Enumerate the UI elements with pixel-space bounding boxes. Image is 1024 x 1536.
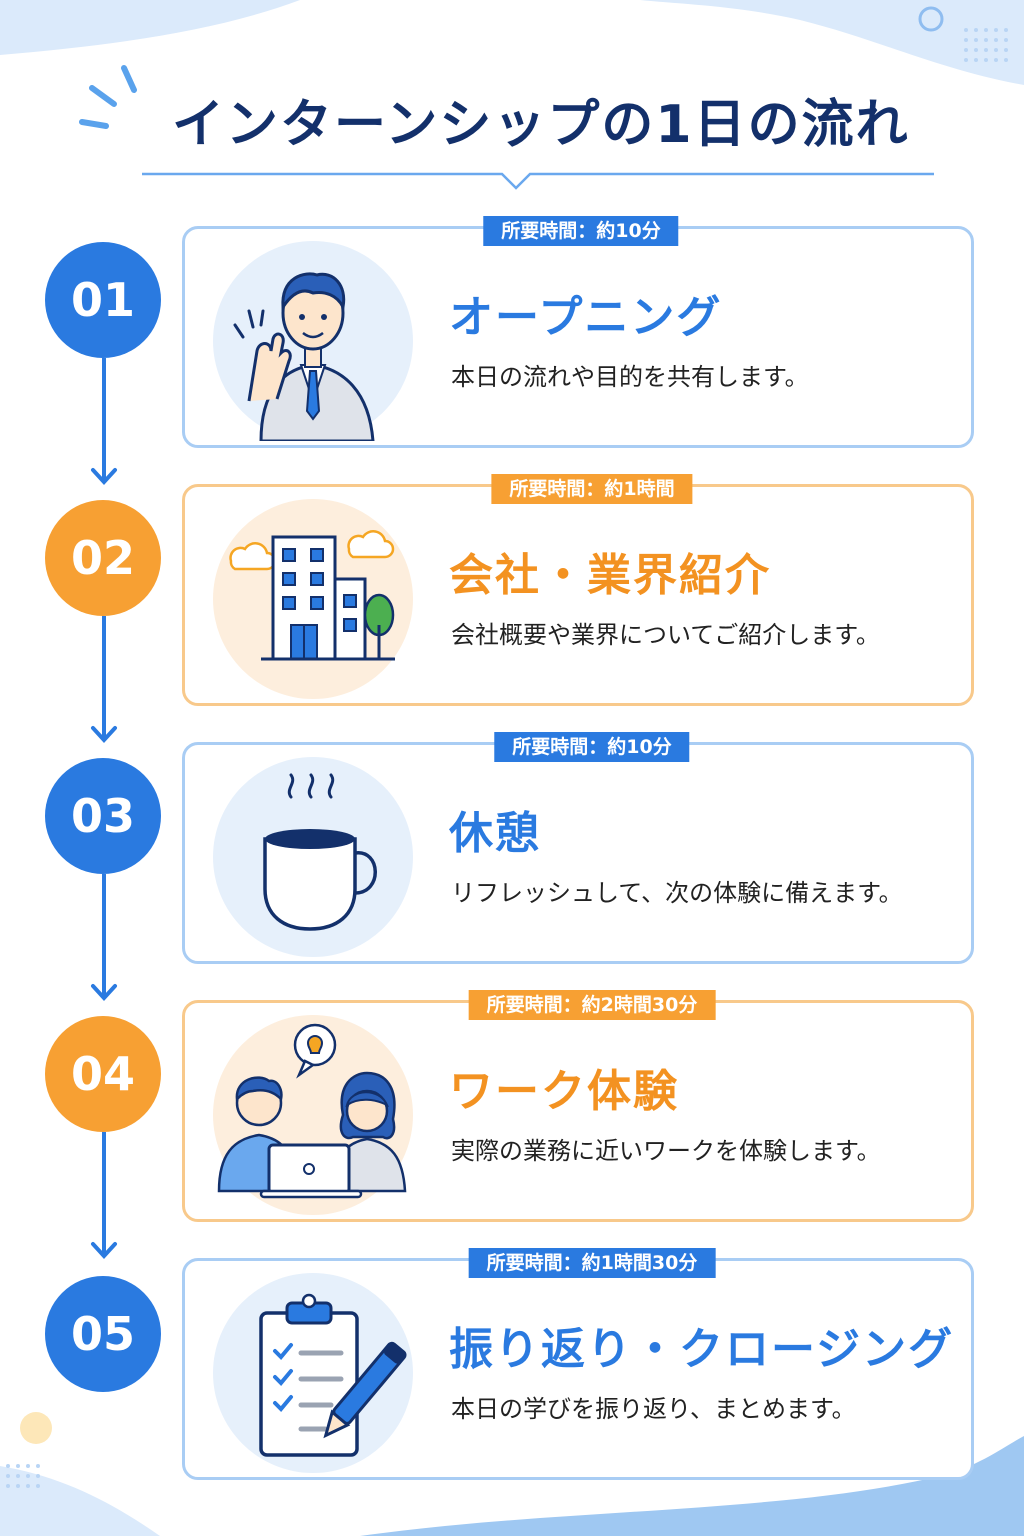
step-card-3: 所要時間：約10分 休憩 リフレッシュして、次の体験に備えます。	[182, 732, 974, 964]
page-title: インターンシップの1日の流れ	[172, 95, 910, 155]
step-card-2: 所要時間：約1時間 会社・業界紹介 会社概要や業界についてご紹介します。	[182, 474, 974, 706]
clipboard-checklist-icon	[213, 1273, 413, 1473]
step-title: オープニング	[449, 292, 723, 343]
timeline-connector-2	[91, 616, 117, 743]
step-description: 本日の学びを振り返り、まとめます。	[451, 1395, 856, 1423]
duration-badge: 所要時間：約1時間	[491, 474, 693, 504]
step-description: 実際の業務に近いワークを体験します。	[451, 1137, 881, 1165]
step-description: 会社概要や業界についてご紹介します。	[451, 621, 880, 649]
title-section: インターンシップの1日の流れ	[0, 60, 1024, 200]
timeline-connector-3	[91, 874, 117, 1001]
step-number-4: 04	[45, 1016, 161, 1132]
coffee-cup-icon	[213, 757, 413, 957]
step-card-1: 所要時間：約10分 オープニング 本日の流れや目的を共有します。	[182, 216, 974, 448]
duration-badge: 所要時間：約10分	[494, 732, 690, 762]
presenter-waving-icon	[213, 241, 413, 441]
office-building-icon	[213, 499, 413, 699]
team-laptop-icon	[213, 1015, 413, 1215]
step-number-5: 05	[45, 1276, 161, 1392]
timeline-connector-4	[91, 1132, 117, 1259]
step-description: リフレッシュして、次の体験に備えます。	[451, 879, 903, 907]
duration-badge: 所要時間：約10分	[483, 216, 679, 246]
duration-badge: 所要時間：約2時間30分	[468, 990, 716, 1020]
step-card-4: 所要時間：約2時間30分 ワーク体験 実際の業務に近いワークを体験します。	[182, 990, 974, 1222]
step-title: 会社・業界紹介	[449, 550, 771, 601]
step-title: 振り返り・クロージング	[449, 1324, 955, 1375]
step-number-2: 02	[45, 500, 161, 616]
sparkle-lines-icon	[79, 65, 137, 129]
step-number-3: 03	[45, 758, 161, 874]
title-underline	[142, 172, 934, 190]
step-number-1: 01	[45, 242, 161, 358]
step-title: 休憩	[449, 808, 541, 859]
timeline-connector-1	[91, 358, 117, 485]
step-card-5: 所要時間：約1時間30分 振り返り・クロージング 本日の学びを振り返り、まとめま…	[182, 1248, 974, 1480]
duration-badge: 所要時間：約1時間30分	[468, 1248, 716, 1278]
step-title: ワーク体験	[449, 1066, 679, 1117]
step-description: 本日の流れや目的を共有します。	[451, 363, 809, 391]
